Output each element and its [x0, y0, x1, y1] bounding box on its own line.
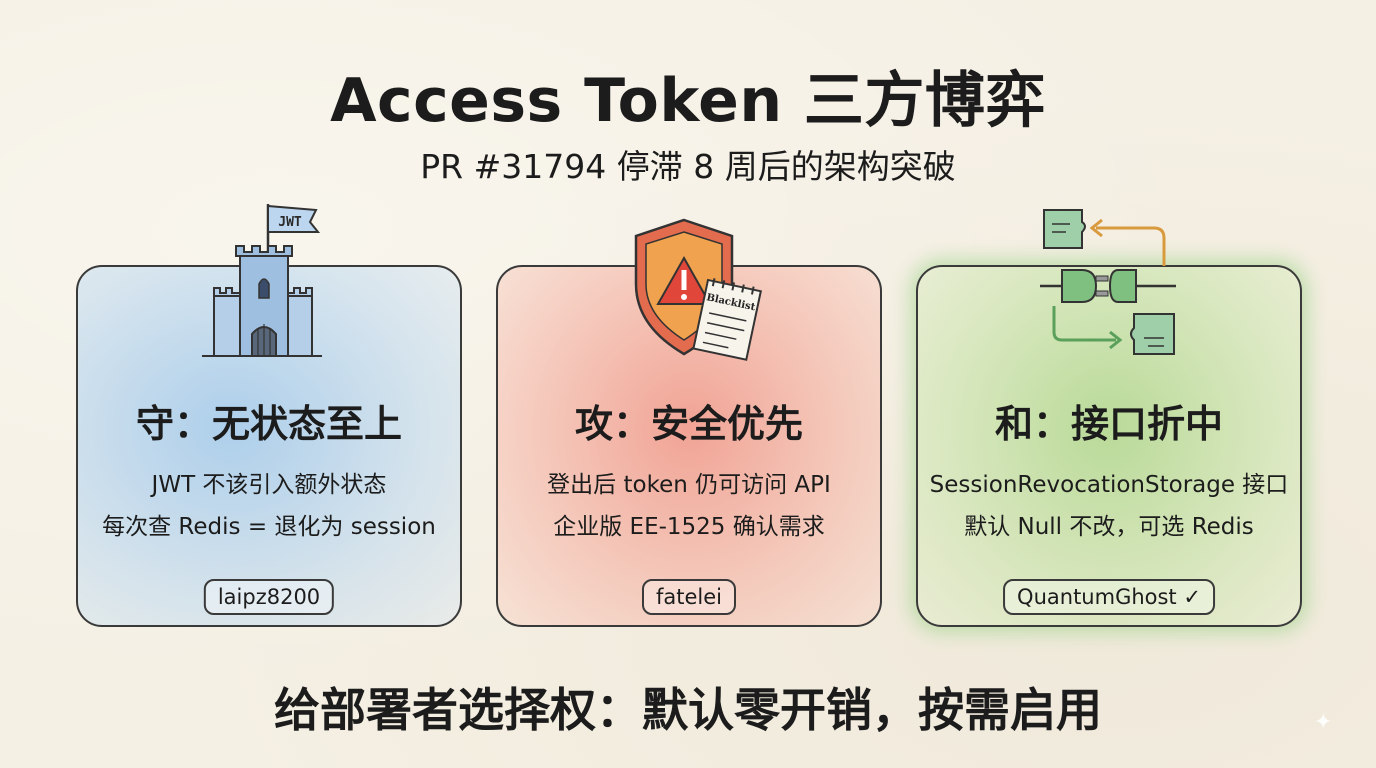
page-subtitle: PR #31794 停滞 8 周后的架构突破 [420, 147, 956, 186]
page-title: Access Token 三方博弈 [330, 66, 1046, 136]
card-attack: 攻：安全优先 登出后 token 仍可访问 API 企业版 EE-1525 确认… [496, 265, 882, 627]
plug-connector-icon [1040, 209, 1176, 355]
card-line: 每次查 Redis = 退化为 session [102, 514, 436, 540]
card-line: 企业版 EE-1525 确认需求 [553, 514, 825, 540]
sparkle-icon: ✦ [1314, 710, 1333, 735]
author-tag: QuantumGhost ✓ [1003, 579, 1215, 615]
castle-icon: JWT [202, 204, 322, 357]
card-line: JWT 不该引入额外状态 [151, 472, 387, 498]
card-heading: 守：无状态至上 [135, 402, 402, 446]
footer-conclusion: 给部署者选择权：默认零开销，按需启用 [274, 683, 1102, 737]
author-tag: fatelei [641, 579, 737, 615]
card-heading: 攻：安全优先 [574, 402, 803, 446]
author-tag: laipz8200 [203, 579, 335, 615]
card-line: 默认 Null 不改，可选 Redis [964, 514, 1254, 540]
card-line: SessionRevocationStorage 接口 [929, 472, 1289, 498]
shield-warning-icon: Blacklist [634, 218, 763, 361]
castle-flag-text: JWT [278, 215, 302, 230]
card-line: 登出后 token 仍可访问 API [547, 472, 831, 498]
card-compromise: 和：接口折中 SessionRevocationStorage 接口 默认 Nu… [916, 265, 1302, 627]
card-heading: 和：接口折中 [994, 402, 1223, 446]
